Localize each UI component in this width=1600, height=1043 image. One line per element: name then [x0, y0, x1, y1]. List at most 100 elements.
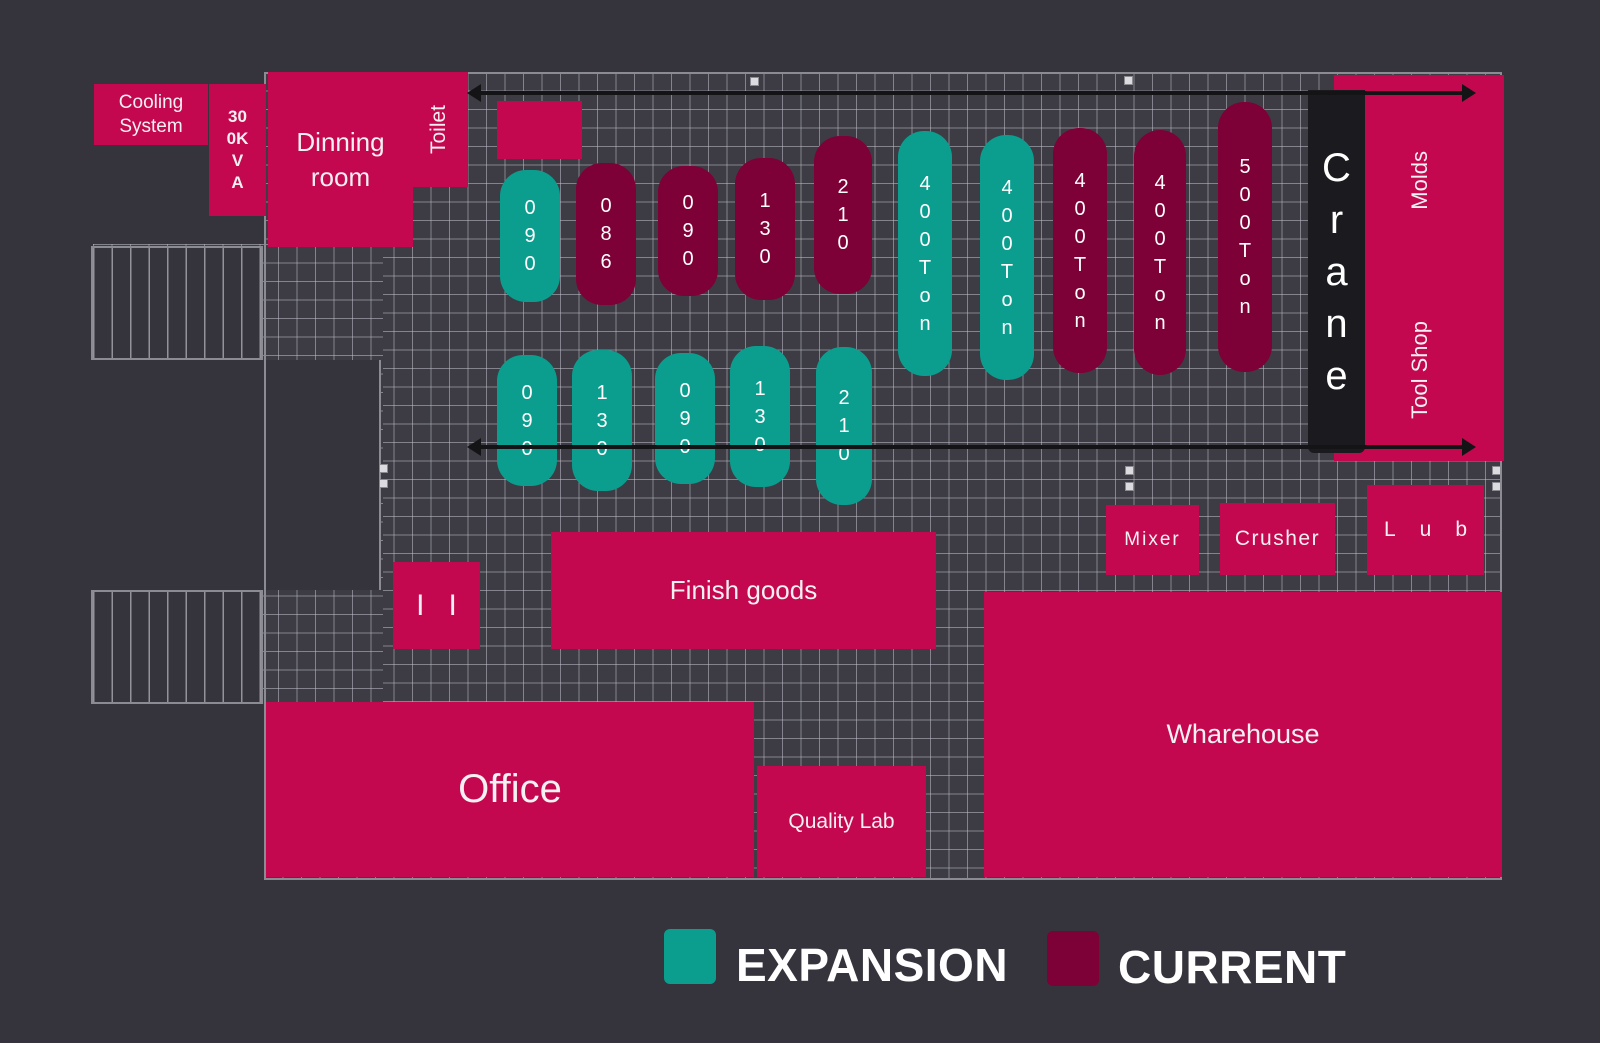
- office-room: Office: [266, 702, 754, 877]
- crane: C r a n e: [1308, 90, 1365, 453]
- machine-label-char: T: [1238, 240, 1252, 262]
- molds-label-wrap: Molds: [1400, 120, 1440, 240]
- machine-label-char: T: [1000, 260, 1014, 283]
- selection-handle: [379, 464, 388, 473]
- mixer-room: Mixer: [1106, 505, 1199, 575]
- legend-expansion-swatch: [664, 929, 716, 984]
- machine-label-char: 8: [600, 223, 612, 245]
- crane-rail-top: [475, 91, 1465, 95]
- machine-label-char: 0: [600, 195, 612, 217]
- dinning-room-label-2: room: [310, 161, 371, 192]
- selection-handle: [1492, 466, 1501, 475]
- machine-label-char: o: [1239, 268, 1251, 290]
- machine-label-char: 9: [521, 409, 533, 432]
- lub-letter-1: L: [1383, 518, 1396, 541]
- machine-label-char: 0: [1001, 232, 1013, 255]
- quality-lab-label: Quality Lab: [788, 809, 895, 833]
- machine-expansion: 130: [730, 346, 790, 487]
- machine-label-char: 1: [596, 381, 608, 404]
- machine-label-char: 2: [838, 387, 850, 409]
- selection-handle: [1124, 76, 1133, 85]
- cooling-system-room: Cooling System: [94, 84, 208, 145]
- finish-goods-label: Finish goods: [669, 575, 818, 605]
- machine-label-char: 3: [754, 405, 766, 428]
- machine-label-char: 0: [759, 246, 771, 268]
- lub-letter-2: u: [1419, 518, 1432, 541]
- mixer-label: Mixer: [1124, 529, 1181, 550]
- machine-expansion: 090: [497, 355, 557, 486]
- selection-handle: [379, 479, 388, 488]
- machine-label-char: n: [1001, 316, 1013, 339]
- small-room-mark-1: I: [416, 588, 425, 622]
- machine-label-char: 0: [919, 228, 931, 251]
- machine-label-char: o: [1154, 283, 1166, 306]
- crane-letter-4: n: [1325, 301, 1348, 346]
- power-label-2: 0K: [226, 129, 249, 148]
- machine-label-char: T: [918, 256, 932, 279]
- tool-shop-label: Tool Shop: [1407, 321, 1432, 419]
- quality-lab-room: Quality Lab: [757, 766, 926, 877]
- crane-rail-bottom: [475, 445, 1465, 449]
- machine-label-char: 9: [682, 220, 694, 242]
- machine-label-char: 0: [521, 381, 533, 404]
- machine-label-char: 2: [837, 176, 849, 198]
- machine-label-char: 0: [679, 379, 691, 402]
- dinning-room: Dinning room: [268, 72, 413, 247]
- machine-label-char: 0: [1001, 204, 1013, 227]
- crane-letter-3: a: [1325, 249, 1348, 294]
- finish-goods-room: Finish goods: [551, 532, 936, 649]
- office-label: Office: [458, 767, 562, 811]
- machine-label-char: 0: [524, 253, 536, 275]
- machine-label-char: 0: [682, 192, 694, 214]
- machine-label-char: T: [1153, 255, 1167, 278]
- cooling-system-label: Cooling System: [118, 91, 184, 137]
- dinning-room-label-1: Dinning: [296, 126, 385, 157]
- wharehouse-label: Wharehouse: [1166, 719, 1320, 749]
- machine-label-char: 0: [754, 431, 765, 459]
- power-label-4: A: [231, 173, 244, 192]
- crusher-room: Crusher: [1220, 503, 1335, 575]
- machine-label-char: 9: [524, 225, 536, 247]
- machine-expansion: 090: [655, 353, 715, 484]
- power-label-3: V: [231, 151, 244, 170]
- machine-label-char: n: [1239, 296, 1251, 318]
- molds-label: Molds: [1407, 150, 1432, 210]
- machine-label-char: 1: [837, 204, 849, 226]
- machine-label-char: 4: [1154, 171, 1166, 194]
- tool-shop-label-wrap: Tool Shop: [1400, 305, 1440, 435]
- machine-label-char: 0: [919, 200, 931, 223]
- selection-handle: [1125, 466, 1134, 475]
- rail-bottom-left-arrow: [467, 438, 481, 456]
- machine-label-char: 4: [1001, 176, 1013, 199]
- machine-label-char: 1: [759, 190, 771, 212]
- machine-label-char: 0: [524, 197, 536, 219]
- machine-label-char: 4: [1074, 169, 1086, 192]
- stairs-upper: [91, 246, 263, 360]
- machine-label-char: 0: [1074, 225, 1086, 248]
- machine-label-char: 1: [838, 415, 850, 437]
- machine-label-char: o: [1001, 288, 1013, 311]
- machine-label-char: o: [919, 284, 931, 307]
- machine-label-char: 9: [679, 407, 691, 430]
- crane-letter-1: C: [1322, 145, 1351, 190]
- lub-room: L u b: [1367, 485, 1484, 575]
- machine-label-char: n: [1154, 311, 1166, 334]
- machine-label-char: 5: [1239, 156, 1251, 178]
- rail-top-left-arrow: [467, 84, 481, 102]
- small-room: I I: [393, 562, 480, 649]
- machine-label-char: 0: [838, 443, 850, 465]
- machine-label-char: 0: [1239, 212, 1251, 234]
- stairs-lower: [91, 590, 263, 704]
- crane-letter-2: r: [1329, 197, 1344, 242]
- rail-bottom-right-arrow: [1462, 438, 1476, 456]
- machine-label-char: 0: [1074, 197, 1086, 220]
- machine-expansion: 0 9 0: [500, 170, 560, 302]
- machine-label-char: 0: [1154, 199, 1166, 222]
- floor-outline: [264, 72, 1502, 880]
